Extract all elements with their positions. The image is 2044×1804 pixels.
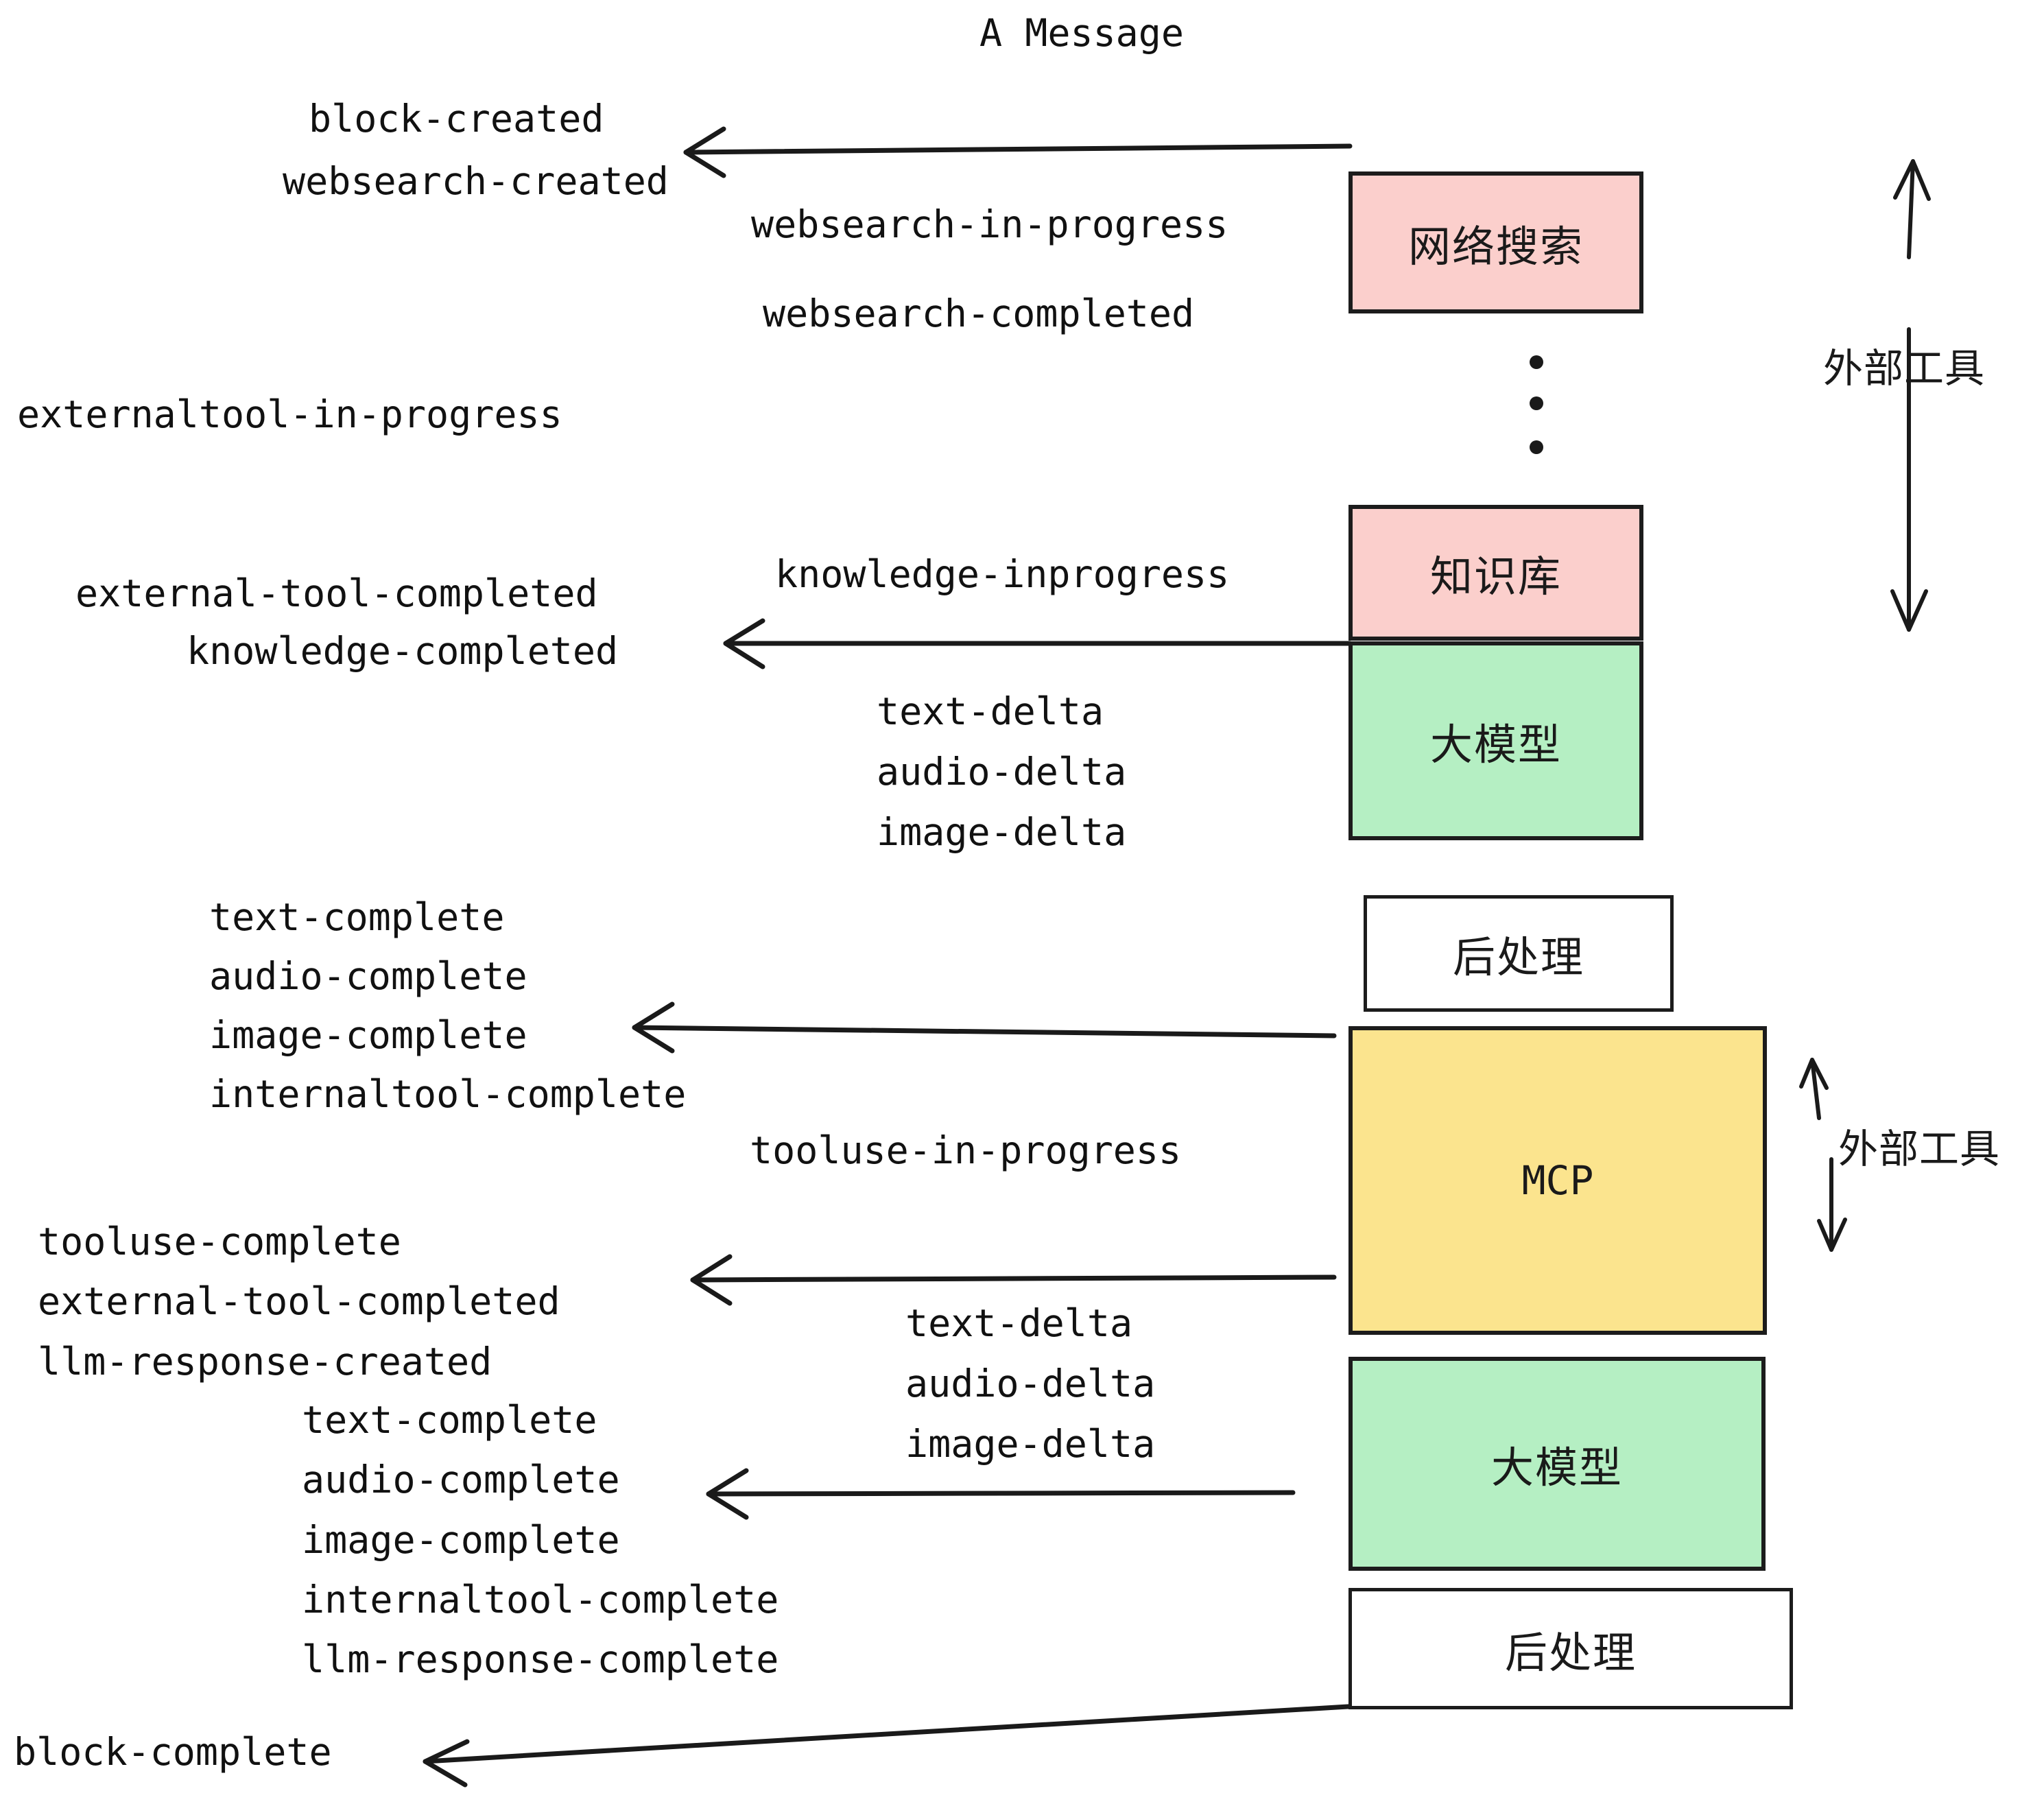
event-label: image-delta [905, 1422, 1156, 1466]
node-box-websearch[interactable]: 网络搜索 [1348, 171, 1643, 313]
node-box-postprocess-2[interactable]: 后处理 [1348, 1588, 1793, 1709]
ellipsis-dot-3 [1530, 440, 1543, 454]
event-label: block-complete [14, 1730, 332, 1774]
event-label: audio-delta [877, 750, 1127, 794]
arrow-websearch-created [683, 126, 1353, 178]
event-label: tooluse-in-progress [750, 1128, 1182, 1172]
event-label: text-complete [302, 1398, 597, 1442]
event-label: external-tool-completed [75, 571, 598, 615]
event-label: image-complete [302, 1518, 620, 1562]
event-label: tooluse-complete [38, 1220, 401, 1263]
node-box-llm-2[interactable]: 大模型 [1348, 1357, 1766, 1571]
event-label: image-delta [877, 810, 1127, 854]
event-label: audio-complete [209, 954, 527, 998]
arrow-block-complete [423, 1703, 1362, 1788]
event-label: knowledge-completed [187, 629, 619, 673]
event-label: text-delta [877, 689, 1104, 733]
ellipsis-dot-2 [1530, 396, 1543, 410]
node-box-llm-1[interactable]: 大模型 [1348, 641, 1643, 840]
event-label: audio-delta [905, 1362, 1156, 1405]
event-label: external-tool-completed [38, 1279, 560, 1323]
event-label: websearch-in-progress [751, 202, 1228, 246]
ellipsis-dot-1 [1530, 355, 1543, 369]
event-label: audio-complete [302, 1458, 620, 1502]
event-label: llm-response-created [38, 1340, 492, 1384]
node-box-postprocess-1[interactable]: 后处理 [1364, 895, 1674, 1012]
event-label: internaltool-complete [302, 1578, 779, 1622]
event-label: knowledge-inprogress [775, 552, 1230, 596]
event-label: internaltool-complete [209, 1072, 687, 1116]
event-label: llm-response-complete [302, 1637, 779, 1681]
external-tool-label-bottom: 外部工具 [1838, 1126, 2001, 1172]
event-label: websearch-created [283, 159, 669, 203]
event-label: block-created [309, 97, 604, 141]
event-label: externaltool-in-progress [17, 392, 562, 436]
arrow-image-complete [632, 1001, 1337, 1054]
diagram-title: A Message [979, 11, 1185, 55]
arrow-audio-complete [706, 1468, 1296, 1520]
event-label: text-delta [905, 1301, 1133, 1345]
event-label: text-complete [209, 895, 505, 939]
event-label: websearch-completed [763, 292, 1195, 335]
node-box-knowledge[interactable]: 知识库 [1348, 505, 1643, 641]
arrow-knowledge-completed [723, 618, 1353, 669]
arrow-tooluse-complete [690, 1254, 1337, 1306]
event-label: image-complete [209, 1013, 527, 1057]
external-tool-range-top [1890, 159, 1931, 632]
external-tool-label-top: 外部工具 [1823, 345, 1986, 392]
node-box-mcp[interactable]: MCP [1348, 1026, 1767, 1335]
